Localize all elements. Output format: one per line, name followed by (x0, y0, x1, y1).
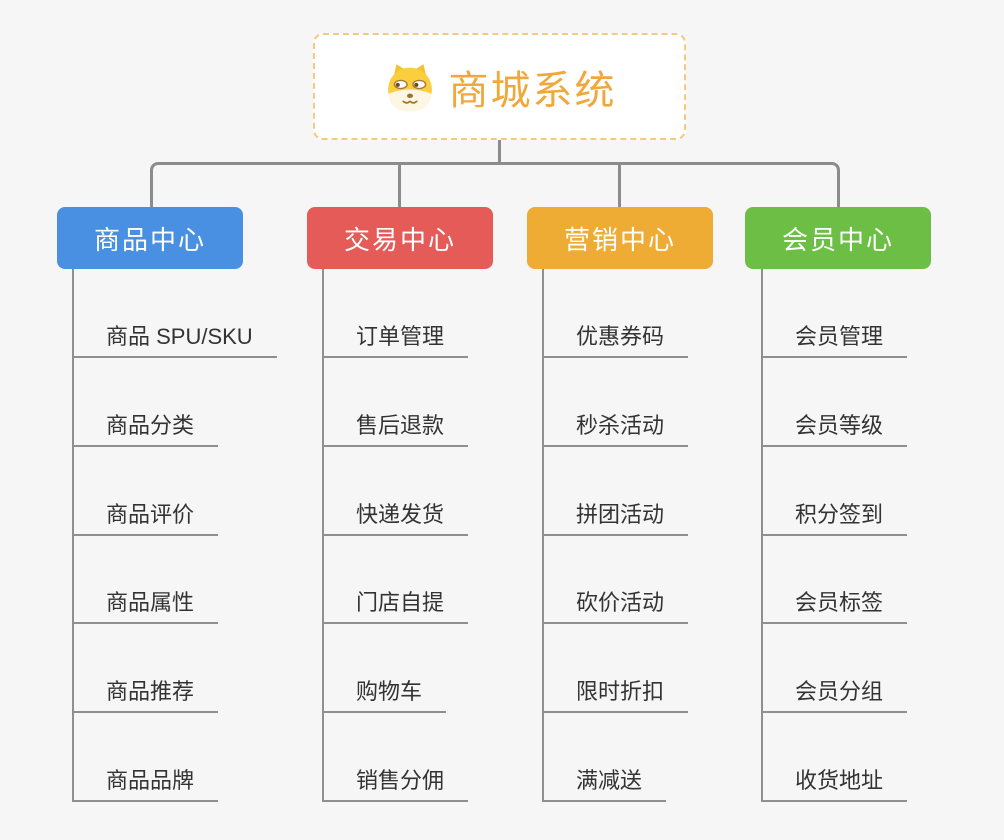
child-node[interactable]: 快递发货 (322, 502, 469, 536)
child-node[interactable]: 优惠券码 (542, 324, 689, 358)
child-node[interactable]: 商品属性 (72, 590, 219, 624)
child-node[interactable]: 拼团活动 (542, 502, 689, 536)
doge-face-icon (383, 60, 437, 114)
child-node[interactable]: 收货地址 (761, 768, 908, 802)
connector-corner-right (830, 162, 840, 172)
connector-bus (158, 162, 832, 165)
branch-box-trade-center[interactable]: 交易中心 (307, 207, 493, 269)
branch-box-marketing-center[interactable]: 营销中心 (527, 207, 713, 269)
child-node[interactable]: 会员标签 (761, 590, 908, 624)
child-node[interactable]: 限时折扣 (542, 679, 689, 713)
connector-trunk (498, 140, 501, 164)
connector-corner-left (150, 162, 160, 172)
child-node[interactable]: 售后退款 (322, 413, 469, 447)
child-node[interactable]: 商品 SPU/SKU (72, 324, 277, 358)
connector-drop-marketing (618, 162, 621, 207)
connector-drop-trade (398, 162, 401, 207)
branch-box-product-center[interactable]: 商品中心 (57, 207, 243, 269)
child-node[interactable]: 商品分类 (72, 413, 219, 447)
child-node[interactable]: 购物车 (322, 679, 447, 713)
child-node[interactable]: 会员等级 (761, 413, 908, 447)
child-node[interactable]: 门店自提 (322, 590, 469, 624)
child-node[interactable]: 销售分佣 (322, 768, 469, 802)
root-title: 商城系统 (448, 68, 617, 113)
branch-box-member-center[interactable]: 会员中心 (745, 207, 931, 269)
child-node[interactable]: 积分签到 (761, 502, 908, 536)
connector-drop-member (837, 171, 840, 207)
child-node[interactable]: 满减送 (542, 768, 667, 802)
child-node[interactable]: 商品品牌 (72, 768, 219, 802)
connector-drop-product (150, 171, 153, 207)
root-node[interactable]: 商城系统 (313, 33, 686, 140)
child-node[interactable]: 砍价活动 (542, 590, 689, 624)
child-node[interactable]: 商品评价 (72, 502, 219, 536)
child-node[interactable]: 订单管理 (322, 324, 469, 358)
child-node[interactable]: 会员管理 (761, 324, 908, 358)
child-node[interactable]: 秒杀活动 (542, 413, 689, 447)
child-node[interactable]: 会员分组 (761, 679, 908, 713)
child-node[interactable]: 商品推荐 (72, 679, 219, 713)
